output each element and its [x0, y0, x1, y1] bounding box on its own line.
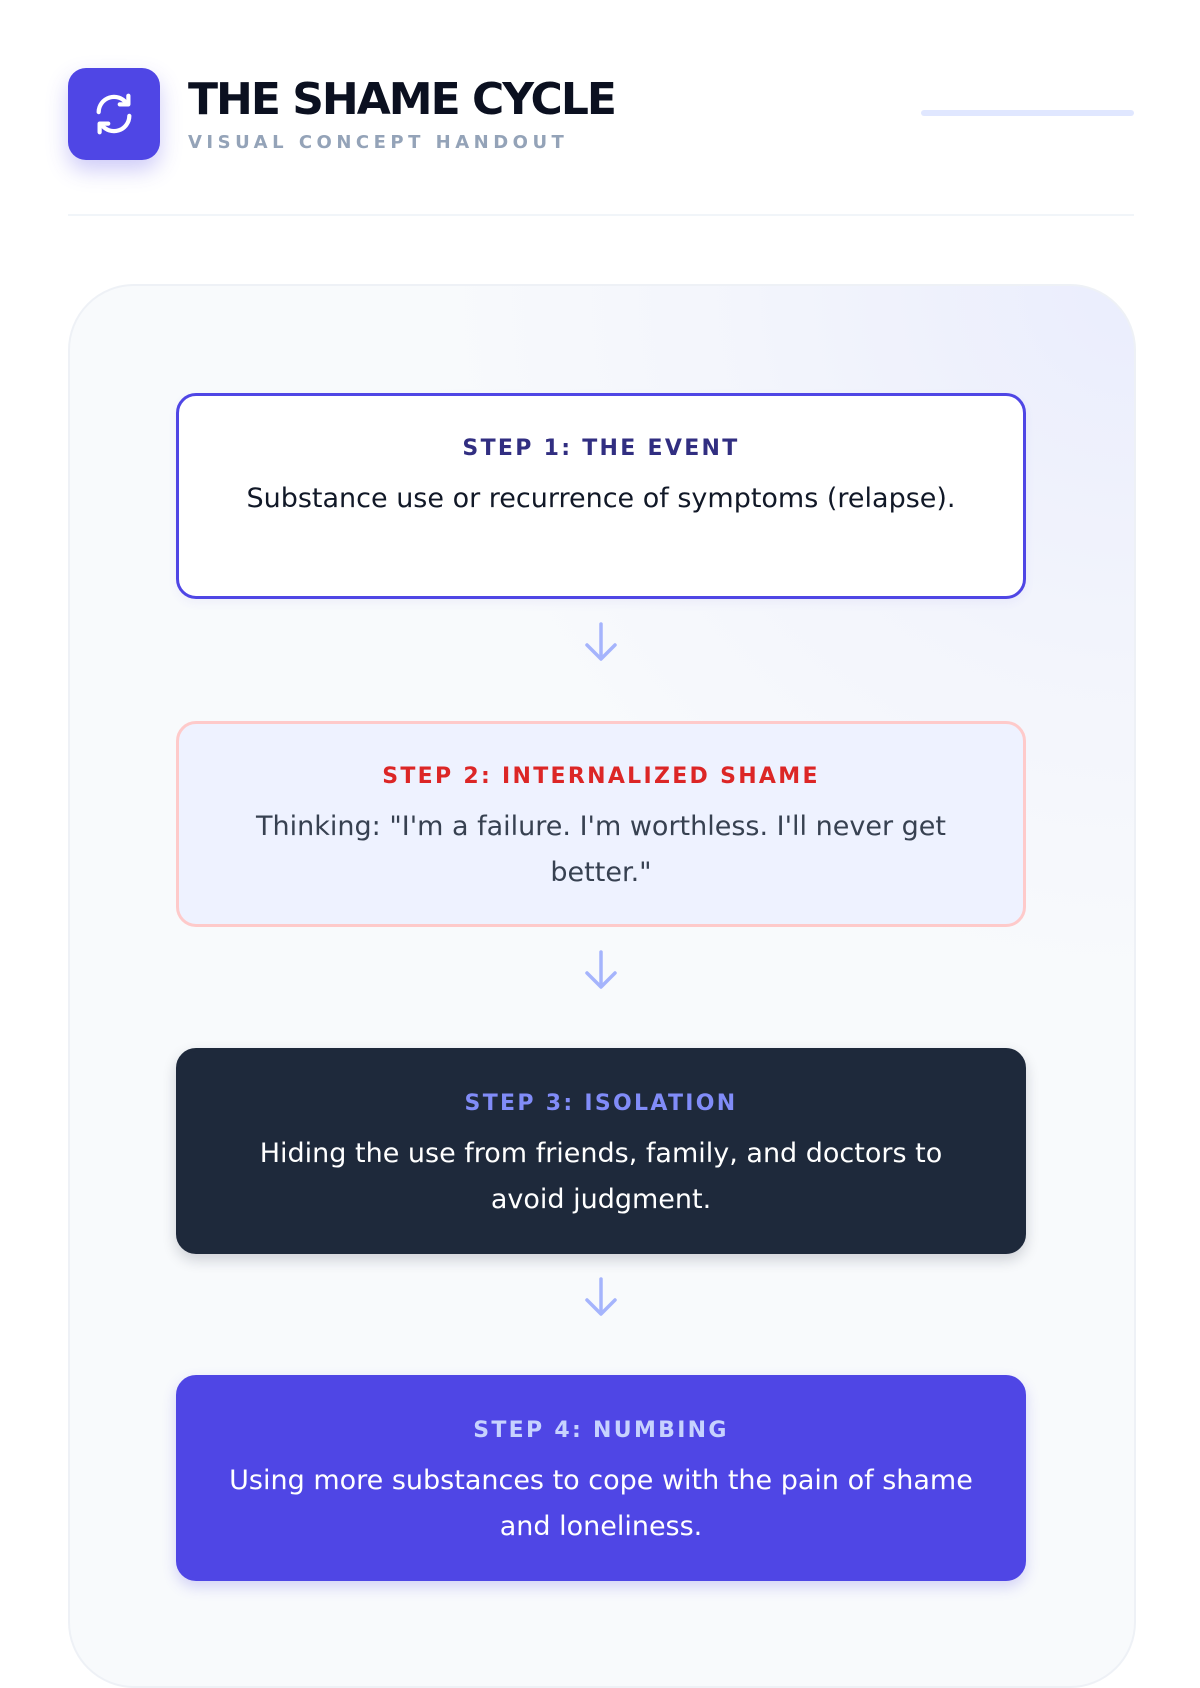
header-divider — [68, 214, 1134, 216]
step-4-text: Using more substances to cope with the p… — [229, 1465, 973, 1542]
header-accent-line — [921, 110, 1134, 116]
arrow-down-icon — [585, 1277, 617, 1316]
step-4-card: STEP 4: NUMBING Using more substances to… — [176, 1375, 1026, 1581]
step-3-label: STEP 3: ISOLATION — [464, 1091, 738, 1116]
arrow-down-icon — [585, 950, 617, 989]
page-header: THE SHAME CYCLE VISUAL CONCEPT HANDOUT — [68, 68, 1134, 160]
step-2-text: Thinking: "I'm a failure. I'm worthless.… — [256, 811, 946, 888]
step-1-card: STEP 1: THE EVENT Substance use or recur… — [176, 393, 1026, 599]
step-2-label: STEP 2: INTERNALIZED SHAME — [382, 764, 820, 789]
step-2-card: STEP 2: INTERNALIZED SHAME Thinking: "I'… — [176, 721, 1026, 927]
step-3-card: STEP 3: ISOLATION Hiding the use from fr… — [176, 1048, 1026, 1254]
step-4-label: STEP 4: NUMBING — [473, 1418, 729, 1443]
step-1-text: Substance use or recurrence of symptoms … — [246, 483, 956, 514]
logo-badge — [68, 68, 160, 160]
page-title: THE SHAME CYCLE — [188, 74, 617, 125]
page-subtitle: VISUAL CONCEPT HANDOUT — [188, 132, 569, 153]
step-3-text: Hiding the use from friends, family, and… — [259, 1138, 943, 1215]
step-1-label: STEP 1: THE EVENT — [462, 436, 740, 461]
arrow-down-icon — [585, 622, 617, 661]
refresh-cycle-icon — [96, 93, 132, 135]
